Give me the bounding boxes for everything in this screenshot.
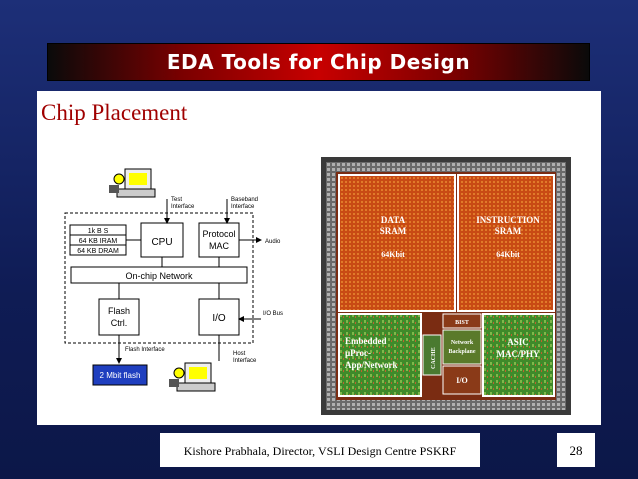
slide-content: Chip Placement 1k B S 64 KB: [37, 91, 601, 425]
embedded-label-3: App/Network: [345, 360, 398, 370]
host-interface-label-1: Host: [233, 351, 246, 357]
instruction-sram-label-1: INSTRUCTION: [476, 215, 540, 225]
io-bus-label: I/O Bus: [263, 311, 283, 317]
flash-ctrl-label-2: Ctrl.: [111, 318, 128, 328]
data-sram-label-2: SRAM: [380, 226, 407, 236]
slide-heading: Chip Placement: [41, 100, 188, 125]
memory-label-2: 64 KB IRAM: [79, 238, 118, 245]
cache-label: CACHE: [431, 347, 437, 369]
instruction-sram-label-2: SRAM: [495, 226, 522, 236]
block-diagram: 1k B S 64 KB IRAM 64 KB DRAM CPU Protoco…: [64, 168, 283, 392]
protocol-mac-label-1: Protocol: [202, 229, 235, 239]
asic-label-2: MAC/PHY: [497, 349, 540, 359]
instruction-sram-size: 64Kbit: [496, 250, 520, 259]
cache-block: [422, 334, 442, 376]
asic-block: [482, 313, 555, 397]
bist-label: BIST: [455, 320, 469, 326]
flash-chip-block: [92, 364, 148, 386]
flash-chip-label: 2 Mbit flash: [100, 371, 141, 380]
network-backplane-label-2: Backplane: [448, 349, 475, 355]
flash-ctrl-label-1: Flash: [108, 306, 130, 316]
audio-label: Audio: [265, 239, 281, 245]
test-interface-label-2: Interface: [171, 204, 195, 210]
flash-ctrl-block: [98, 298, 140, 336]
bist-block: [442, 313, 482, 329]
data-sram-block: [338, 174, 456, 312]
chip-die-image: DATA SRAM 64Kbit INSTRUCTION SRAM 64Kbit…: [321, 157, 571, 415]
io-label: I/O: [212, 313, 226, 324]
host-interface-label-2: Interface: [233, 358, 257, 364]
workstation-icon-top: [109, 168, 156, 198]
embedded-proc-block: [338, 313, 422, 397]
data-sram-label-1: DATA: [381, 215, 406, 225]
slide-title: EDA Tools for Chip Design: [166, 50, 471, 74]
page-number: 28: [569, 443, 583, 458]
memory-label-1: 1k B S: [88, 228, 109, 235]
flash-interface-label: Flash Interface: [125, 347, 165, 353]
page-number-box: 28: [557, 433, 595, 467]
embedded-label-2: µProc-: [345, 348, 371, 358]
network-label: On-chip Network: [125, 271, 193, 281]
network-block: [70, 266, 248, 284]
io-block: [198, 298, 240, 336]
instruction-sram-block: [457, 174, 555, 312]
protocol-mac-block: [198, 222, 240, 258]
baseband-label-1: Baseband: [231, 197, 258, 203]
data-sram-size: 64Kbit: [381, 250, 405, 259]
slide-title-bar: EDA Tools for Chip Design: [47, 43, 590, 81]
network-backplane-label-1: Network: [451, 340, 474, 346]
asic-label-1: ASIC: [507, 337, 529, 347]
footer-text: Kishore Prabhala, Director, VSLI Design …: [183, 444, 457, 458]
protocol-mac-label-2: MAC: [209, 241, 230, 251]
test-interface-label-1: Test: [171, 197, 182, 203]
memory-block-3: [69, 244, 127, 256]
chip-io-label: I/O: [456, 376, 468, 385]
memory-label-3: 64 KB DRAM: [77, 248, 119, 255]
baseband-label-2: Interface: [231, 204, 255, 210]
cpu-block: [140, 222, 184, 258]
chip-io-block: [442, 365, 482, 395]
chip-boundary: [64, 212, 254, 344]
embedded-label-1: Embedded: [345, 336, 387, 346]
workstation-icon-bottom: [169, 362, 216, 392]
cpu-label: CPU: [151, 237, 172, 248]
footer-box: Kishore Prabhala, Director, VSLI Design …: [160, 433, 480, 467]
network-backplane-block: [442, 329, 482, 365]
